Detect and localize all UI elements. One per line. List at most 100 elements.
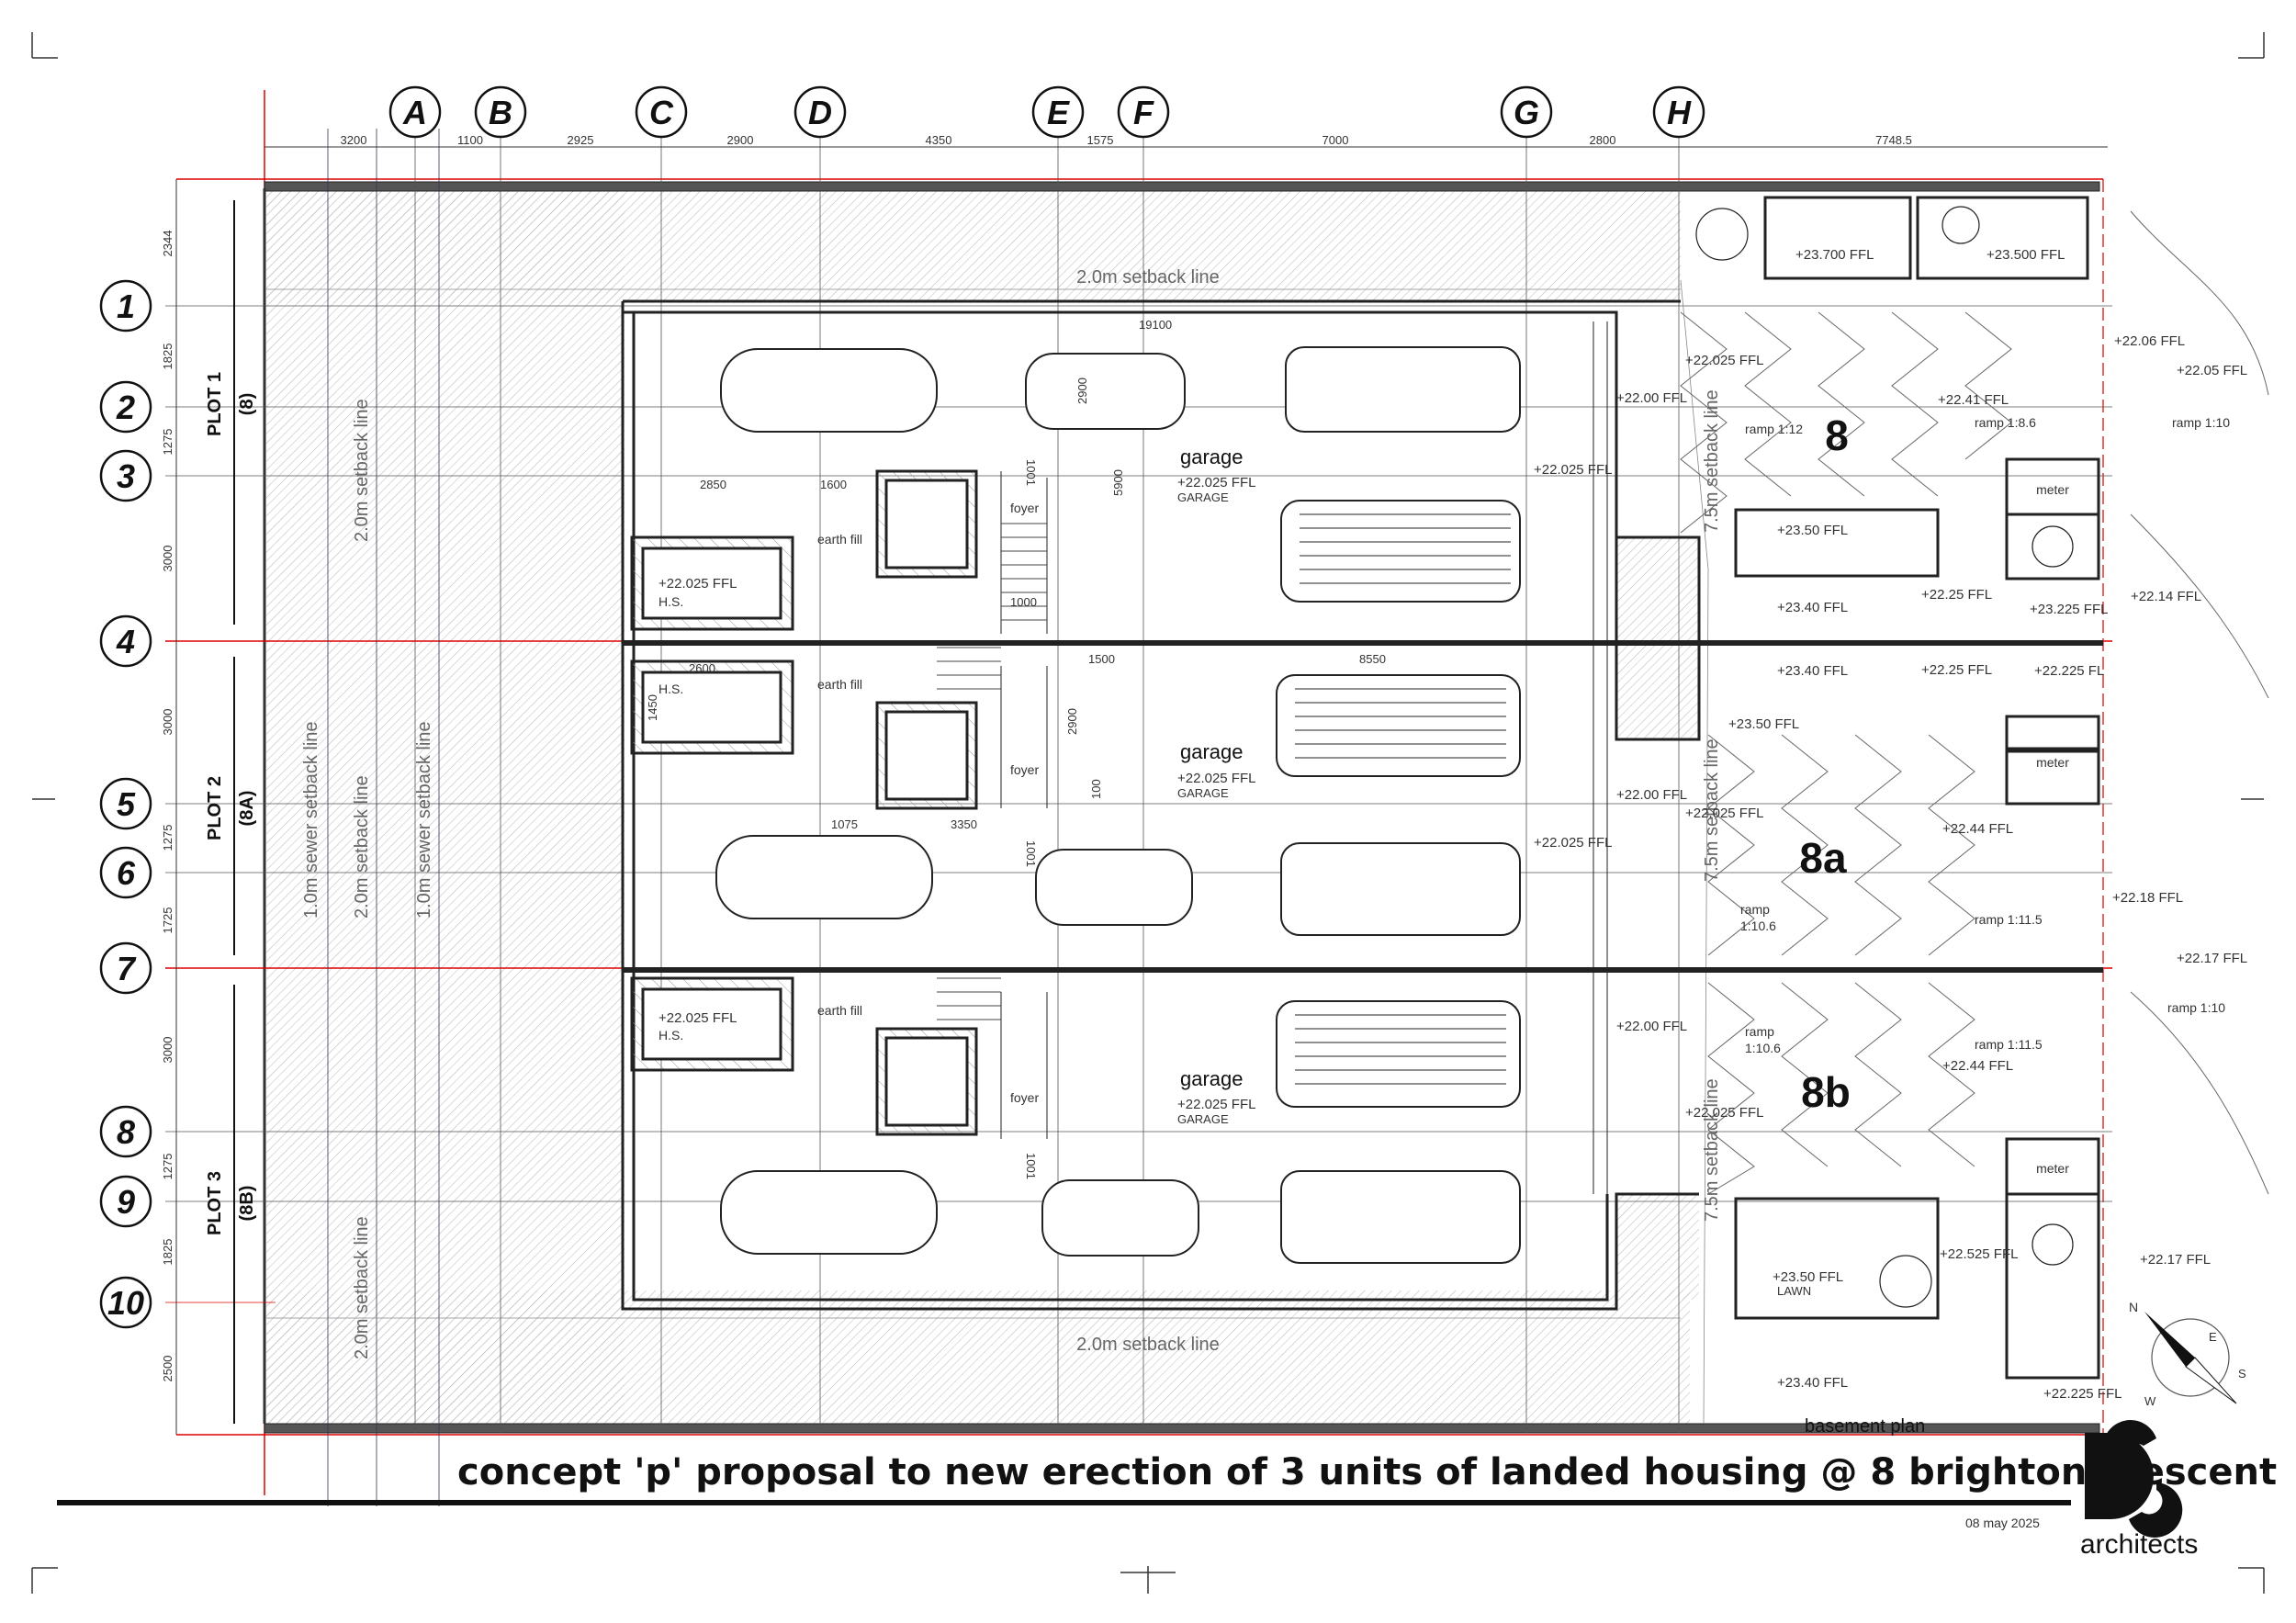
dim-row-2: 1825	[161, 344, 174, 370]
dim-2850: 2850	[700, 478, 726, 491]
level-3: +22.025 FFL	[1685, 353, 1763, 368]
dim-1001-b: 1001	[1024, 840, 1038, 867]
unit-8a-label: 8a	[1799, 834, 1847, 882]
dim-col-1: 3200	[341, 133, 367, 147]
level-32: +23.40 FFL	[1777, 1375, 1848, 1391]
hs-ffl-1: +22.025 FFL	[658, 576, 737, 592]
dim-1001-a: 1001	[1024, 459, 1038, 486]
level-1: +23.700 FFL	[1795, 247, 1874, 263]
site-boundary	[176, 90, 2104, 1495]
planters	[1695, 196, 2100, 1380]
meter-label-2: meter	[2036, 755, 2069, 770]
dim-row-10: 1825	[161, 1239, 174, 1266]
level-21: +22.44 FFL	[1942, 821, 2013, 837]
compass-s: S	[2238, 1367, 2246, 1381]
dim-row-4: 3000	[161, 546, 174, 572]
drawing-date: 08 may 2025	[1965, 1516, 2040, 1530]
cores	[630, 469, 1048, 1139]
dim-1450: 1450	[646, 694, 659, 721]
plot-3-sub: (8B)	[237, 1186, 257, 1222]
dim-col-3: 2925	[568, 133, 594, 147]
level-7: +22.05 FFL	[2177, 363, 2247, 378]
garage-label-1: garage	[1180, 445, 1244, 468]
plot-1-label: PLOT 1	[205, 372, 225, 436]
column-dims: 3200 1100 2925 2900 4350 1575 7000 2800 …	[341, 133, 1912, 147]
level-4: +22.00 FFL	[1616, 390, 1687, 406]
setback-label-left-2: 2.0m setback line	[352, 399, 372, 542]
dim-100: 100	[1089, 779, 1103, 799]
sewer-setback-label-1: 1.0m sewer setback line	[301, 721, 321, 919]
dim-1000: 1000	[1010, 595, 1037, 609]
grid-row-3: 3	[117, 457, 135, 495]
dim-1500: 1500	[1088, 652, 1115, 666]
hs-label-1: H.S.	[658, 594, 683, 609]
setback-75-label-2: 7.5m setback line	[1702, 738, 1722, 882]
setback-lines	[266, 129, 1709, 1506]
foyer-label-3: foyer	[1010, 1090, 1039, 1105]
unit-8-label: 8	[1825, 411, 1849, 459]
grid-row-7: 7	[117, 950, 137, 987]
dim-2900-a: 2900	[1075, 378, 1089, 404]
level-33: +22.225 FFL	[2043, 1386, 2122, 1402]
grid-col-d: D	[808, 94, 832, 131]
earth-fill-2: earth fill	[817, 677, 862, 692]
dim-row-9: 1275	[161, 1154, 174, 1180]
level-29: +22.525 FFL	[1940, 1246, 2018, 1262]
setback-label-left-3: 2.0m setback line	[352, 1216, 372, 1359]
level-16: +22.25 FFL	[1921, 662, 1992, 678]
drawing-title: concept 'p' proposal to new erection of …	[457, 1451, 2278, 1493]
grid-bubbles	[99, 85, 1705, 1329]
meter-label-3: meter	[2036, 1161, 2069, 1176]
ramp-3: ramp 1:10	[2172, 415, 2230, 430]
level-15: +23.40 FFL	[1777, 663, 1848, 679]
level-11: +23.40 FFL	[1777, 600, 1848, 615]
ramp-labels: ramp 1:12 ramp 1:8.6 ramp 1:10 ramp 1:10…	[1740, 415, 2230, 1055]
stairs	[937, 523, 1047, 1020]
grid-row-9: 9	[117, 1183, 135, 1221]
dim-19100: 19100	[1139, 318, 1172, 332]
dim-col-6: 1575	[1087, 133, 1114, 147]
grid-col-c: C	[649, 94, 674, 131]
level-14: +22.14 FFL	[2131, 589, 2201, 604]
earth-fill-3: earth fill	[817, 1003, 862, 1018]
level-24: +22.17 FFL	[2177, 951, 2247, 966]
dim-5900: 5900	[1111, 469, 1125, 496]
garage-ffl-1: +22.025 FFL	[1177, 475, 1255, 490]
dim-lines	[175, 146, 2108, 1435]
dim-row-6: 1275	[161, 825, 174, 851]
north-arrow: N E W S	[2129, 1300, 2246, 1408]
setback-label-left-1: 2.0m setback line	[352, 775, 372, 919]
level-27: +22.44 FFL	[1942, 1058, 2013, 1074]
crop-marks	[31, 32, 2265, 1594]
garage-label-3: garage	[1180, 1067, 1244, 1090]
grid-col-f: F	[1133, 94, 1154, 131]
garage-sub-3: GARAGE	[1177, 1112, 1229, 1126]
hs-label-3: H.S.	[658, 1028, 683, 1043]
dim-1600: 1600	[820, 478, 847, 491]
grid-row-10: 10	[107, 1284, 144, 1322]
ds-logo	[2085, 1420, 2183, 1538]
compass-e: E	[2209, 1330, 2217, 1344]
dim-col-9: 7748.5	[1875, 133, 1912, 147]
grid-row-5: 5	[117, 785, 136, 823]
dim-3350: 3350	[951, 817, 977, 831]
grid-col-a: A	[402, 94, 427, 131]
setback-75-label-3: 7.5m setback line	[1702, 1078, 1722, 1222]
level-5: +22.41 FFL	[1938, 392, 2009, 408]
plot-labels: PLOT 1 (8) PLOT 2 (8A) PLOT 3 (8B)	[205, 372, 257, 1235]
plot-3-label: PLOT 3	[205, 1171, 225, 1235]
ramp-2: ramp 1:8.6	[1975, 415, 2036, 430]
level-17: +22.225 FL	[2034, 663, 2104, 679]
dim-row-1: 2344	[161, 231, 174, 257]
grid-row-4: 4	[116, 623, 135, 660]
ramp-8: ramp 1:10	[2167, 1000, 2225, 1015]
setback-label-top: 2.0m setback line	[1076, 267, 1220, 287]
dim-row-3: 1275	[161, 429, 174, 456]
level-25: +22.00 FFL	[1616, 1019, 1687, 1034]
dim-1075: 1075	[831, 817, 858, 831]
foyer-label-1: foyer	[1010, 501, 1039, 515]
garage-sub-2: GARAGE	[1177, 786, 1229, 800]
lawn-label: LAWN	[1777, 1284, 1811, 1298]
setback-75-label-1: 7.5m setback line	[1702, 389, 1722, 533]
